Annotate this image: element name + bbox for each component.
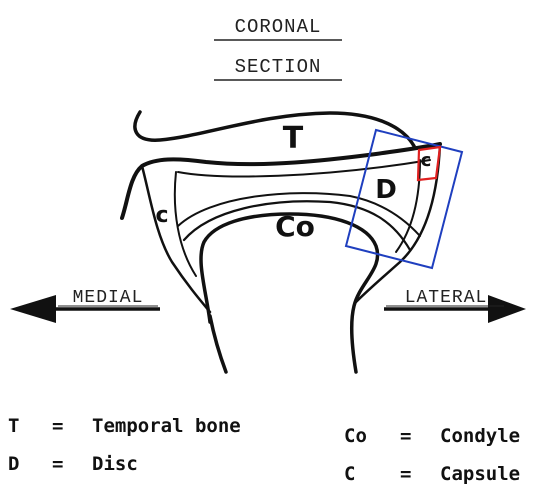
label-condyle: Co [275, 210, 315, 243]
legend: T = Temporal bone D = Disc Co = Condyle … [8, 415, 520, 485]
condyle-neck-left [210, 316, 226, 372]
legend-meaning: Condyle [440, 425, 520, 447]
legend-meaning: Capsule [440, 463, 520, 485]
title-line-1: CORONAL [235, 16, 322, 38]
medial-capsule-outer [142, 166, 210, 312]
legend-symbol: C [344, 463, 355, 485]
legend-item-condyle: Co = Condyle [344, 425, 520, 447]
label-capsule-medial: c [155, 203, 168, 228]
legend-sep: = [400, 463, 411, 485]
legend-sep: = [52, 415, 63, 437]
legend-item-disc: D = Disc [8, 453, 138, 475]
medial-capsule-inner [175, 172, 196, 276]
legend-meaning: Temporal bone [92, 415, 241, 437]
lateral-capsule-inner [396, 160, 420, 252]
legend-symbol: T [8, 415, 19, 437]
legend-sep: = [52, 453, 63, 475]
legend-symbol: D [8, 453, 19, 475]
legend-symbol: Co [344, 425, 367, 447]
label-disc: D [375, 175, 397, 205]
temporal-bone-outline [135, 112, 414, 146]
legend-sep: = [400, 425, 411, 447]
legend-item-capsule: C = Capsule [344, 463, 520, 485]
legend-meaning: Disc [92, 453, 138, 475]
label-lateral: LATERAL [405, 288, 488, 308]
legend-item-temporal: T = Temporal bone [8, 415, 241, 437]
title-line-2: SECTION [235, 56, 322, 78]
label-capsule-lateral: c [421, 150, 432, 171]
label-temporal-bone: T [283, 121, 304, 156]
label-medial: MEDIAL [73, 288, 144, 308]
